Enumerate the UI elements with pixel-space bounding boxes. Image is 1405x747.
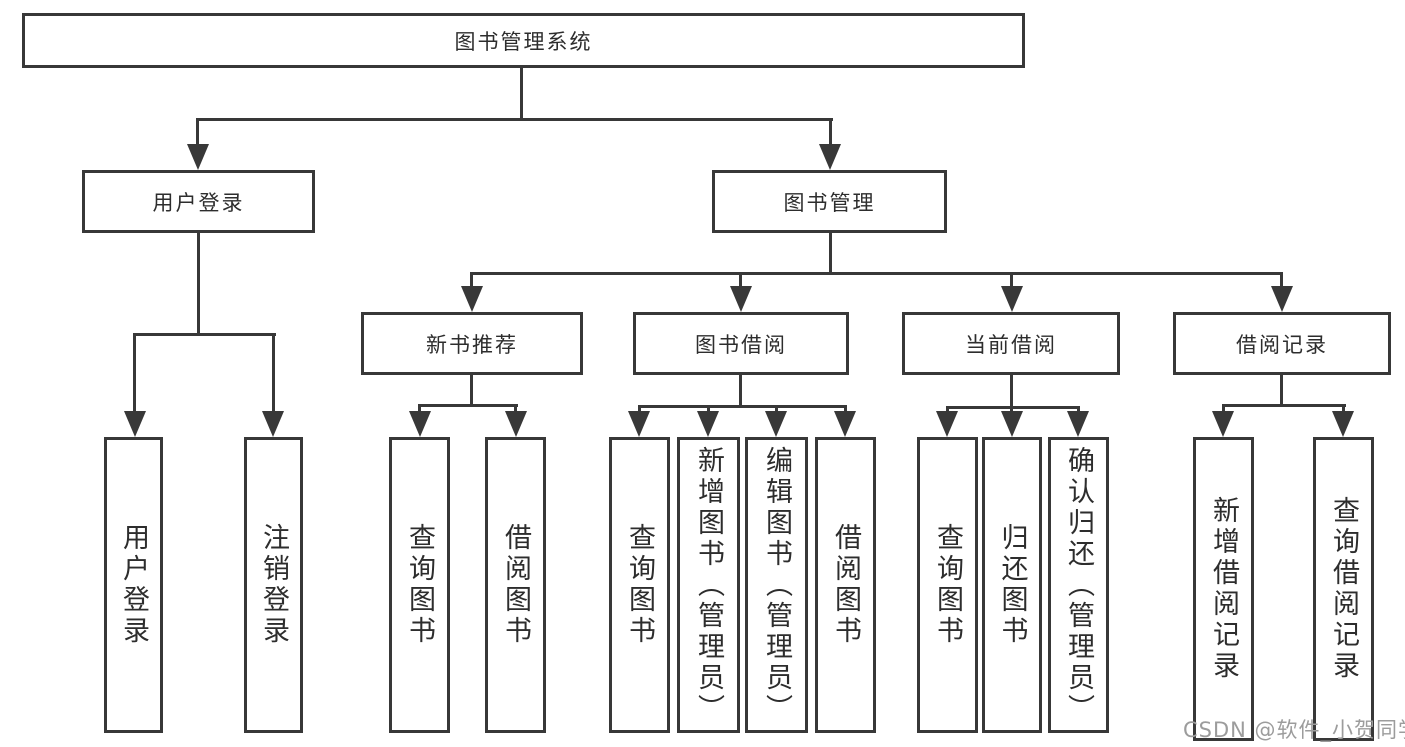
connector-line [470,272,1283,275]
connector-line [1222,404,1225,414]
connector-line [829,233,832,274]
connector-line [1280,272,1283,290]
arrow-down-icon [936,411,958,437]
leaf-label: 借阅图书 [500,523,531,647]
connector-line [1010,375,1013,408]
leaf-edit-book-admin: 编辑图书（管理员） [745,437,808,733]
leaf-borrow-book-recommend: 借阅图书 [485,437,546,733]
connector-line [470,272,473,290]
connector-line [1010,406,1013,414]
arrow-down-icon [461,286,483,312]
arrow-down-icon [765,411,787,437]
node-label: 当前借阅 [965,332,1057,357]
connector-line [196,118,199,148]
leaf-label: 借阅图书 [830,523,861,647]
node-label: 用户登录 [152,190,245,215]
leaf-label: 查询图书 [932,523,963,647]
arrow-down-icon [262,411,284,437]
leaf-logout-login: 注销登录 [244,437,303,733]
connector-line [1077,406,1080,414]
leaf-label: 查询借阅记录 [1328,496,1359,682]
leaf-user-login: 用户登录 [104,437,163,733]
connector-line [418,404,421,414]
connector-line [844,405,847,414]
connector-line [418,404,518,407]
connector-line [470,375,473,406]
connector-line [196,118,833,121]
arrow-down-icon [1001,286,1023,312]
node-user-login: 用户登录 [82,170,315,233]
connector-line [739,375,742,407]
connector-line [272,333,275,415]
arrow-down-icon [1001,411,1023,437]
leaf-label: 新增借阅记录 [1208,496,1239,682]
connector-line [775,405,778,414]
node-new-book-recommend: 新书推荐 [361,312,583,375]
arrow-down-icon [1332,411,1354,437]
node-current-borrowing: 当前借阅 [902,312,1120,375]
connector-line [638,405,847,408]
leaf-return-book: 归还图书 [982,437,1042,733]
connector-line [946,406,949,414]
arrow-down-icon [819,144,841,170]
leaf-query-book-current: 查询图书 [917,437,978,733]
node-label: 图书管理系统 [454,29,593,54]
connector-line [133,333,276,336]
arrow-down-icon [1067,411,1089,437]
csdn-watermark: CSDN @软件_小贺同学 [1183,718,1405,742]
leaf-label: 注销登录 [258,523,289,647]
connector-line [1222,404,1346,407]
connector-line [1010,272,1013,290]
leaf-confirm-return-admin: 确认归还（管理员） [1048,437,1109,733]
connector-line [638,405,641,414]
arrow-down-icon [505,411,527,437]
arrow-down-icon [697,411,719,437]
node-label: 借阅记录 [1236,332,1328,357]
node-book-borrowing: 图书借阅 [633,312,849,375]
leaf-borrow-book-borrowing: 借阅图书 [815,437,876,733]
arrow-down-icon [1212,411,1234,437]
leaf-label: 用户登录 [118,523,149,647]
leaf-label: 编辑图书（管理员） [761,445,792,725]
leaf-query-book-recommend: 查询图书 [389,437,450,733]
connector-line [1280,375,1283,406]
node-label: 图书借阅 [695,332,787,357]
arrow-down-icon [1271,286,1293,312]
connector-line [520,68,523,120]
arrow-down-icon [628,411,650,437]
leaf-query-book-borrowing: 查询图书 [609,437,670,733]
connector-line [946,406,1080,409]
node-library-management-system: 图书管理系统 [22,13,1025,68]
node-label: 新书推荐 [426,332,518,357]
connector-line [707,405,710,414]
leaf-add-borrow-record: 新增借阅记录 [1193,437,1254,741]
arrow-down-icon [187,144,209,170]
node-borrowing-records: 借阅记录 [1173,312,1391,375]
leaf-label: 新增图书（管理员） [693,445,724,725]
connector-line [514,404,517,414]
arrow-down-icon [834,411,856,437]
connector-line [197,233,200,335]
arrow-down-icon [409,411,431,437]
leaf-label: 确认归还（管理员） [1063,445,1094,725]
leaf-add-book-admin: 新增图书（管理员） [677,437,740,733]
connector-line [829,118,832,148]
arrow-down-icon [124,411,146,437]
node-label: 图书管理 [783,190,876,215]
leaf-query-borrow-record: 查询借阅记录 [1313,437,1374,741]
leaf-label: 查询图书 [624,523,655,647]
leaf-label: 查询图书 [404,523,435,647]
connector-line [739,272,742,290]
leaf-label: 归还图书 [996,523,1028,647]
connector-line [133,333,136,415]
connector-line [1342,404,1345,414]
node-book-management: 图书管理 [712,170,947,233]
arrow-down-icon [730,286,752,312]
